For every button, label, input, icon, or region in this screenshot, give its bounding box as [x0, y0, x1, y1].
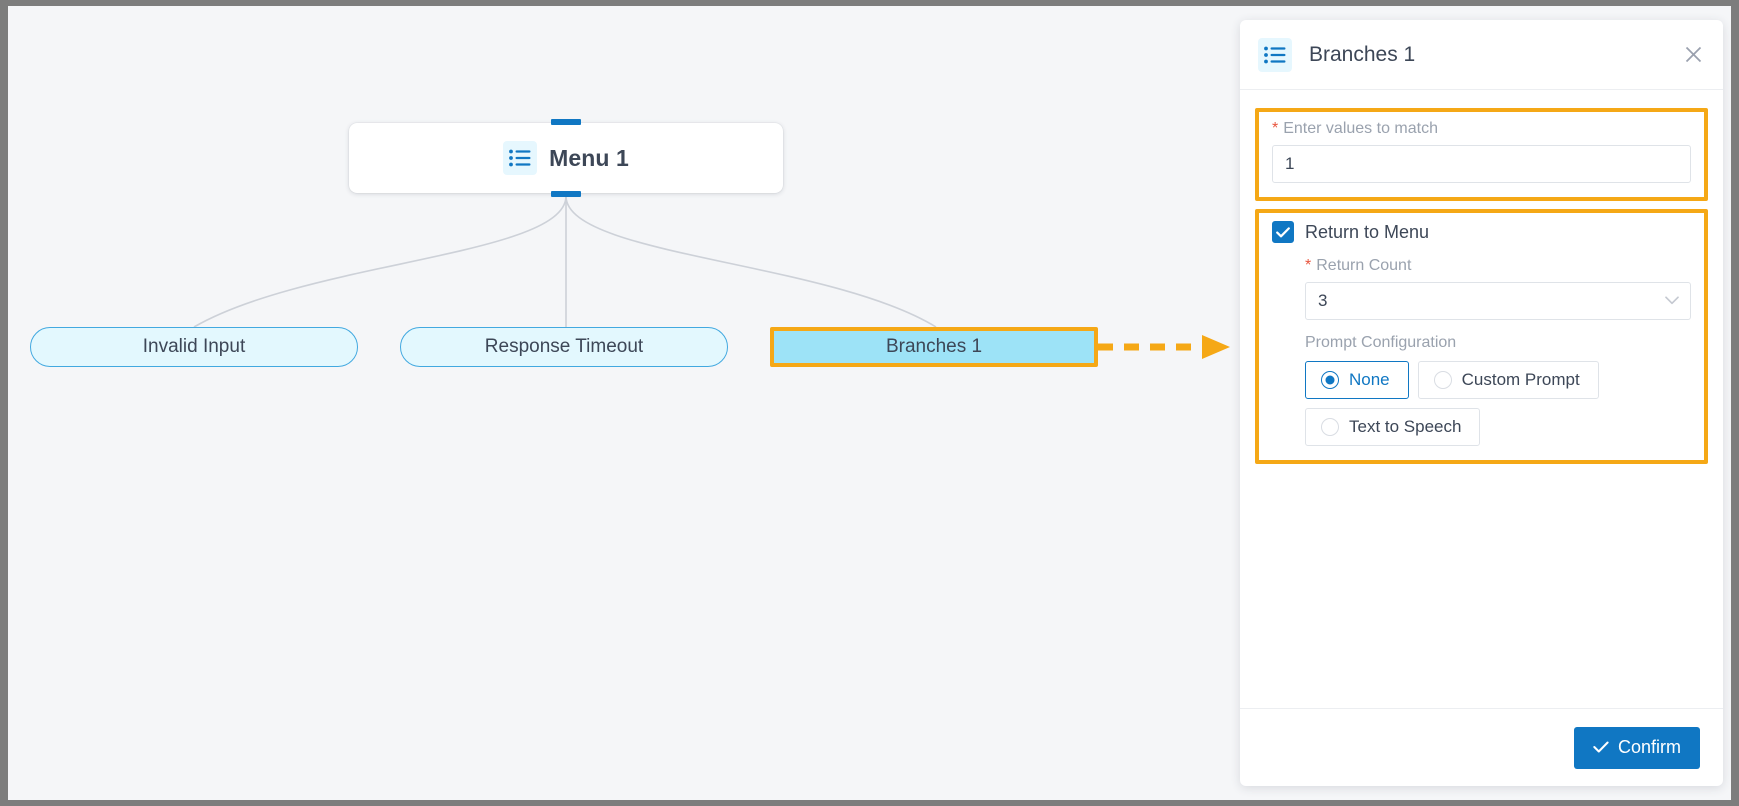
flow-node-branches-1[interactable]: Branches 1 — [770, 327, 1098, 367]
prompt-option-text-to-speech[interactable]: Text to Speech — [1305, 408, 1481, 446]
application-frame: Menu 1 Invalid Input Response Timeout Br… — [8, 6, 1731, 800]
config-panel-footer: Confirm — [1240, 708, 1723, 786]
return-to-menu-section: Return to Menu * Return Count — [1255, 209, 1708, 464]
return-count-label: * Return Count — [1305, 257, 1691, 275]
prompt-option-label: None — [1349, 370, 1390, 389]
edge-to-branches-1 — [565, 195, 937, 328]
config-panel-title: Branches 1 — [1309, 42, 1416, 66]
prompt-option-none[interactable]: None — [1305, 361, 1409, 399]
check-icon — [1593, 737, 1609, 758]
node-title-menu-1: Menu 1 — [549, 144, 629, 171]
radio-icon — [1433, 371, 1452, 389]
match-values-label-text: Enter values to match — [1283, 120, 1438, 137]
return-to-menu-options: * Return Count Prompt Configuration — [1272, 257, 1691, 446]
config-panel-body: * Enter values to match Return to Menu — [1240, 90, 1723, 708]
flow-node-menu-1[interactable]: Menu 1 — [349, 119, 783, 197]
return-to-menu-checkbox-row[interactable]: Return to Menu — [1272, 221, 1691, 243]
radio-icon — [1321, 371, 1339, 389]
flow-node-label: Response Timeout — [484, 336, 644, 357]
confirm-button[interactable]: Confirm — [1573, 726, 1700, 769]
prompt-option-label: Text to Speech — [1349, 417, 1462, 436]
return-count-select-wrap[interactable] — [1305, 282, 1691, 320]
config-panel-header: Branches 1 — [1240, 20, 1723, 90]
match-values-section: * Enter values to match — [1255, 108, 1708, 201]
edge-to-invalid-input — [193, 195, 567, 328]
return-count-select[interactable] — [1305, 282, 1691, 320]
return-count-label-text: Return Count — [1316, 257, 1412, 274]
flow-node-invalid-input[interactable]: Invalid Input — [30, 327, 358, 367]
selection-pointer-arrow — [1098, 335, 1230, 359]
prompt-option-label: Custom Prompt — [1461, 370, 1580, 389]
radio-icon — [1321, 418, 1339, 436]
node-handle-bottom[interactable] — [551, 191, 581, 197]
return-to-menu-label: Return to Menu — [1305, 221, 1430, 242]
match-values-input[interactable] — [1272, 145, 1691, 183]
flow-node-label: Invalid Input — [142, 336, 246, 357]
flow-node-label: Branches 1 — [885, 336, 983, 357]
prompt-option-custom-prompt[interactable]: Custom Prompt — [1417, 361, 1599, 399]
return-to-menu-checkbox[interactable] — [1272, 221, 1294, 243]
list-menu-icon — [1258, 37, 1292, 72]
config-panel: Branches 1 * Enter values to match — [1240, 20, 1723, 786]
node-handle-top[interactable] — [551, 119, 581, 125]
flow-node-response-timeout[interactable]: Response Timeout — [400, 327, 728, 367]
prompt-configuration-radio-group: None Custom Prompt Text to Speech — [1305, 361, 1691, 446]
match-values-label: * Enter values to match — [1272, 120, 1691, 138]
close-icon[interactable] — [1680, 42, 1706, 68]
list-menu-icon — [503, 141, 538, 175]
confirm-button-label: Confirm — [1617, 737, 1681, 757]
required-indicator: * — [1305, 257, 1312, 274]
flow-canvas[interactable]: Menu 1 Invalid Input Response Timeout Br… — [8, 6, 1230, 800]
prompt-configuration-label: Prompt Configuration — [1305, 334, 1457, 351]
required-indicator: * — [1272, 120, 1279, 137]
